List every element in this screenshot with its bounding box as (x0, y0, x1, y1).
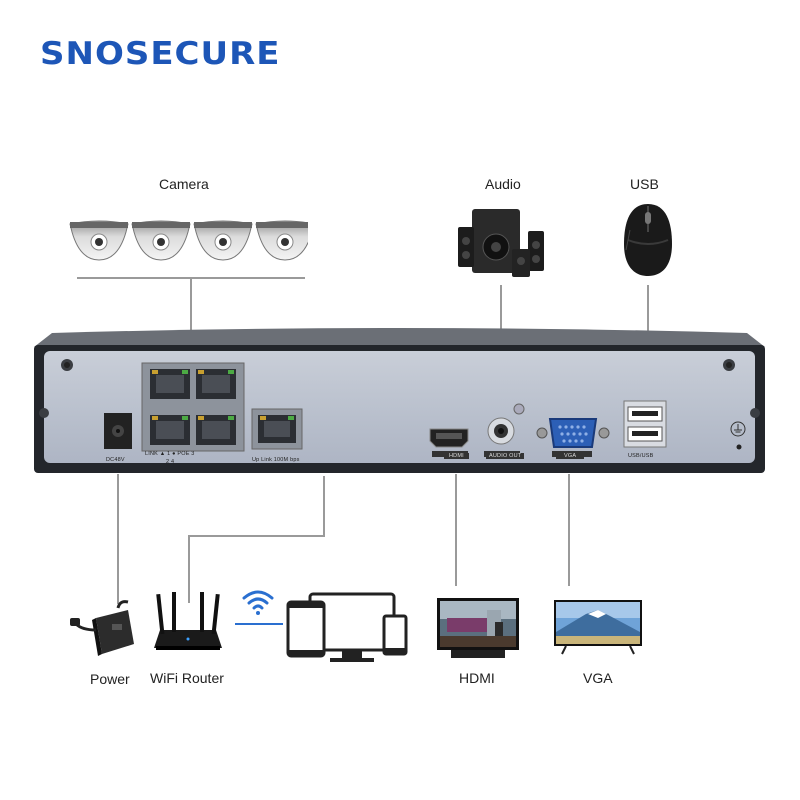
camera-group (69, 220, 308, 261)
hdmi-port-label: HDMI (444, 453, 469, 459)
wifi-router-label: WiFi Router (150, 670, 224, 686)
hdmi-connector-line (455, 474, 457, 586)
tv-icon (554, 600, 642, 655)
mouse-icon (624, 204, 672, 276)
vga-connector-line (568, 474, 570, 586)
nvr-back-panel (34, 328, 765, 473)
poe-ports-label: LINK ▲ 1 ● POE 3 (145, 451, 195, 457)
audio-out-port-label: AUDIO OUT (486, 453, 525, 459)
power-adapter-icon (70, 600, 134, 656)
dome-camera-icon (131, 220, 191, 261)
vga-label: VGA (583, 670, 613, 686)
brand-logo: SNOSECURE (40, 35, 281, 73)
camera-connector-line (190, 278, 192, 360)
power-connector-line (117, 474, 119, 604)
usb-label: USB (630, 176, 659, 192)
uplink-connector-line-horizontal (188, 535, 325, 537)
monitor-tablet-phone-icon (286, 592, 408, 662)
hdmi-label: HDMI (459, 670, 495, 686)
speaker-icon (458, 209, 544, 277)
wifi-icon (242, 590, 274, 615)
uplink-connector-line-vertical (323, 476, 325, 536)
router-connector-line (188, 535, 190, 603)
vga-port-label: VGA (556, 453, 585, 459)
wifi-router-icon (154, 592, 222, 650)
power-label: Power (90, 671, 130, 687)
tv-icon (437, 598, 519, 658)
camera-label: Camera (159, 176, 209, 192)
dome-camera-icon (255, 220, 308, 261)
audio-label: Audio (485, 176, 521, 192)
uplink-port-label: Up Link 100M bps (252, 457, 300, 463)
dome-camera-icon (193, 220, 253, 261)
dome-camera-icon (69, 220, 129, 261)
dc-port-label: DC48V (106, 457, 125, 463)
wifi-link-line (235, 623, 283, 625)
usb-port-label: USB/USB (628, 453, 654, 459)
poe-ports-sublabel: 2 4 (166, 459, 175, 465)
